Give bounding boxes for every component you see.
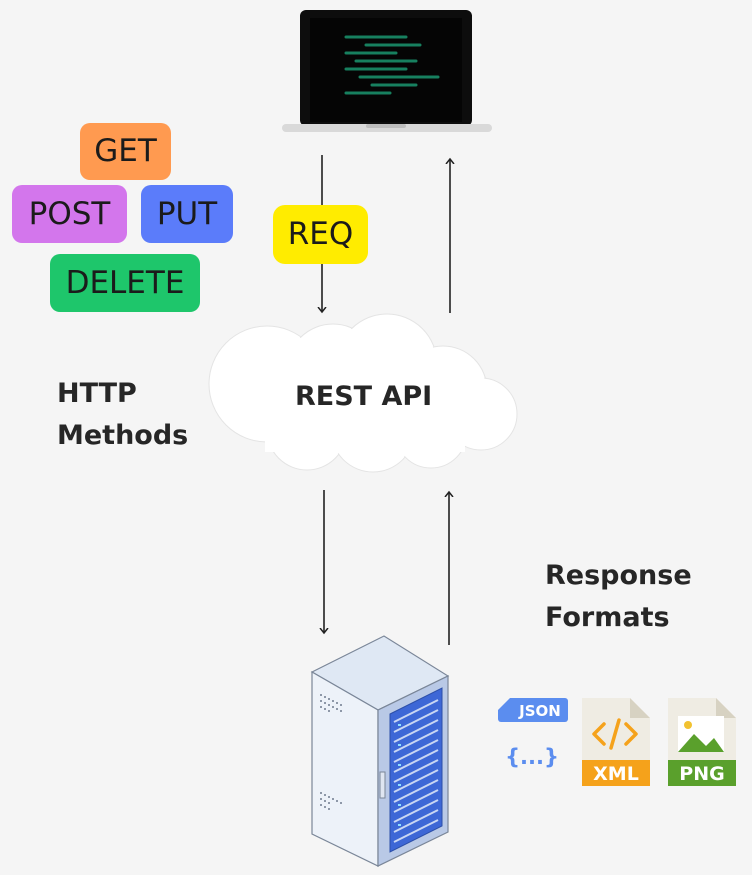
response-formats-heading-line1: Response (545, 560, 692, 591)
png-file-icon: PNG (668, 698, 736, 786)
http-methods-heading: HTTP Methods (57, 373, 188, 457)
get-method-pill: GET (80, 123, 171, 180)
xml-format-tag: XML (593, 763, 639, 785)
delete-method-pill: DELETE (50, 254, 200, 312)
server-rack-icon (310, 635, 450, 867)
post-method-pill: POST (12, 185, 127, 243)
request-pill: REQ (273, 205, 368, 264)
rest-api-label: REST API (295, 381, 433, 412)
json-format-tag: JSON (518, 702, 561, 720)
put-method-pill: PUT (141, 185, 233, 243)
http-methods-heading-line1: HTTP (57, 378, 137, 409)
laptop-icon (282, 10, 492, 132)
json-file-icon: JSON {...} (498, 698, 568, 769)
response-formats-heading: Response Formats (545, 555, 692, 639)
http-methods-heading-line2: Methods (57, 420, 189, 451)
json-braces-glyph: {...} (505, 745, 559, 769)
png-format-tag: PNG (679, 763, 724, 785)
xml-file-icon: XML (582, 698, 650, 786)
response-formats-heading-line2: Formats (545, 602, 670, 633)
cloud-icon (208, 313, 518, 473)
